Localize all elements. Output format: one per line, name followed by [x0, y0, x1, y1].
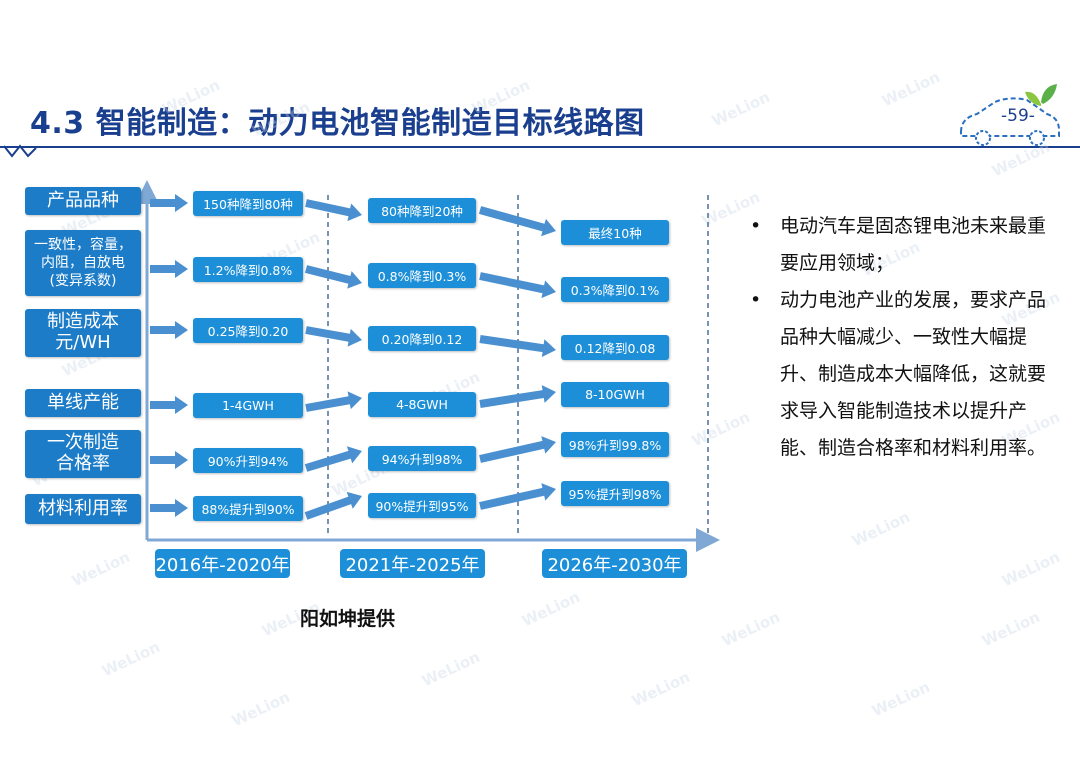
- period-label-2026-2030: 2026年-2030年: [542, 549, 687, 578]
- target-p3-utilization: 95%提升到98%: [561, 481, 669, 506]
- category-product-variety: 产品品种: [25, 187, 141, 215]
- category-material-utilization: 材料利用率: [25, 494, 141, 524]
- target-p2-capacity: 4-8GWH: [368, 392, 476, 417]
- note-item: 动力电池产业的发展，要求产品品种大幅减少、一致性大幅提升、制造成本大幅降低，这就…: [748, 282, 1063, 467]
- target-p2-yield: 94%升到98%: [368, 446, 476, 471]
- arrow-cat-to-p1-2: [150, 321, 188, 339]
- arrow-p1-to-p2-1: [305, 265, 362, 289]
- target-p2-utilization: 90%提升到95%: [368, 493, 476, 518]
- logo: -59-: [955, 80, 1065, 148]
- arrow-p1-to-p2-3: [305, 391, 362, 412]
- arrow-cat-to-p1-1: [150, 260, 188, 278]
- target-p3-capacity: 8-10GWH: [561, 382, 669, 407]
- target-p2-cost: 0.20降到0.12: [368, 326, 476, 351]
- arrow-p2-to-p3-4: [479, 436, 556, 463]
- flourish-icon: [3, 144, 37, 158]
- credit-text: 阳如坤提供: [300, 608, 396, 630]
- arrow-p2-to-p3-3: [479, 385, 556, 408]
- page-number: -59-: [1001, 106, 1035, 126]
- arrow-p1-to-p2-5: [304, 491, 362, 520]
- arrow-cat-to-p1-0: [150, 194, 188, 212]
- target-p3-cost: 0.12降到0.08: [561, 335, 669, 360]
- target-p3-consistency: 0.3%降到0.1%: [561, 277, 669, 302]
- notes-list: 电动汽车是固态锂电池未来最重要应用领域； 动力电池产业的发展，要求产品品种大幅减…: [748, 208, 1063, 467]
- category-first-pass-yield: 一次制造 合格率: [25, 430, 141, 478]
- target-p1-capacity: 1-4GWH: [193, 393, 303, 418]
- arrow-cat-to-p1-3: [150, 396, 188, 414]
- arrow-p2-to-p3-2: [479, 335, 556, 357]
- arrow-cat-to-p1-4: [150, 451, 188, 469]
- period-label-2021-2025: 2021年-2025年: [340, 549, 485, 578]
- arrow-p1-to-p2-2: [305, 326, 362, 347]
- title-divider: [0, 146, 1080, 148]
- category-line-capacity: 单线产能: [25, 389, 141, 417]
- car-icon: [960, 84, 1060, 146]
- target-p1-cost: 0.25降到0.20: [193, 318, 303, 343]
- target-p2-consistency: 0.8%降到0.3%: [368, 263, 476, 288]
- target-p1-variety: 150种降到80种: [193, 191, 303, 216]
- target-p1-yield: 90%升到94%: [193, 448, 303, 473]
- arrow-p1-to-p2-0: [305, 199, 362, 222]
- category-consistency: 一致性，容量， 内阻，自放电 (变异系数): [25, 230, 141, 296]
- target-p1-utilization: 88%提升到90%: [193, 496, 303, 521]
- category-manufacturing-cost: 制造成本 元/WH: [25, 309, 141, 357]
- arrow-cat-to-p1-5: [150, 499, 188, 517]
- page-title: 4.3 智能制造：动力电池智能制造目标线路图: [30, 106, 645, 141]
- arrow-p2-to-p3-0: [478, 206, 556, 237]
- arrow-p2-to-p3-5: [479, 483, 556, 510]
- note-item: 电动汽车是固态锂电池未来最重要应用领域；: [748, 208, 1063, 282]
- period-label-2016-2020: 2016年-2020年: [155, 549, 290, 578]
- arrow-p1-to-p2-4: [304, 446, 362, 472]
- target-p1-consistency: 1.2%降到0.8%: [193, 257, 303, 282]
- target-p2-variety: 80种降到20种: [368, 198, 476, 223]
- arrow-p2-to-p3-1: [479, 272, 556, 299]
- target-p3-yield: 98%升到99.8%: [561, 432, 669, 457]
- target-p3-variety: 最终10种: [561, 220, 669, 245]
